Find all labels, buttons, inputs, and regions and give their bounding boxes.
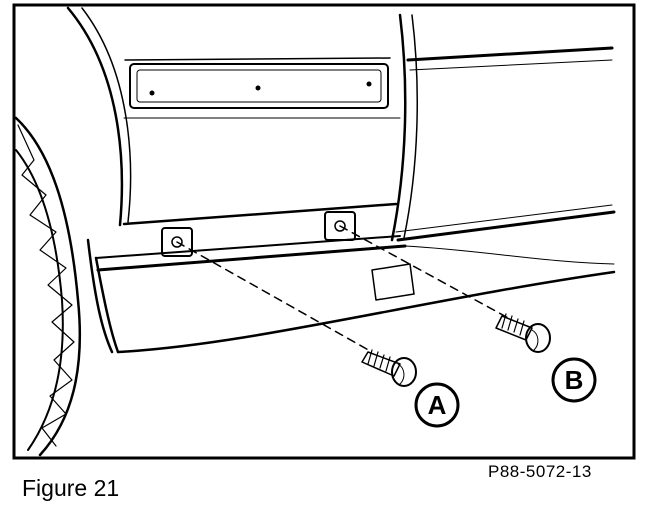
side-molding bbox=[129, 63, 389, 109]
install-line-a bbox=[176, 241, 373, 353]
bracket-a-hole bbox=[171, 236, 183, 248]
door-front-edge bbox=[390, 13, 407, 242]
tire-edge-inner bbox=[15, 149, 64, 451]
fender-inner-curve bbox=[81, 7, 132, 223]
install-line-b bbox=[339, 225, 513, 321]
callout-b-circle bbox=[551, 357, 597, 403]
bracket-b-hole bbox=[334, 220, 346, 232]
mounting-bracket-a bbox=[161, 227, 193, 257]
lower-trim-bottom bbox=[116, 270, 616, 354]
molding-fastener-2 bbox=[255, 85, 261, 91]
body-belt-line-lower bbox=[409, 59, 613, 71]
molding-fastener-1 bbox=[149, 90, 155, 96]
rocker-top-line bbox=[122, 202, 398, 226]
part-number: P88-5072-13 bbox=[488, 462, 592, 481]
screw-b bbox=[495, 313, 551, 353]
figure-caption: Figure 21 bbox=[22, 475, 120, 501]
mounting-bracket-b bbox=[324, 211, 356, 241]
wheel-arch-lip bbox=[86, 238, 114, 354]
screw-a bbox=[361, 349, 417, 387]
body-belt-line-upper bbox=[406, 46, 614, 62]
molding-fastener-3 bbox=[366, 81, 372, 87]
tire-edge-outer bbox=[14, 116, 82, 457]
rocker-lower-edge bbox=[404, 245, 615, 265]
callout-b-label: B bbox=[565, 365, 584, 395]
tire-tread-pattern bbox=[17, 124, 75, 447]
side-marker-lamp bbox=[371, 263, 415, 301]
lower-trim-mid bbox=[96, 244, 407, 272]
door-front-edge-inner bbox=[403, 14, 418, 239]
figure-frame bbox=[12, 3, 636, 460]
fender-outer-curve bbox=[66, 6, 124, 227]
side-molding-inner bbox=[136, 69, 382, 103]
quarter-panel-top bbox=[124, 57, 391, 61]
door-lower-line-thin bbox=[395, 204, 613, 233]
door-lower-line bbox=[396, 210, 616, 242]
callout-a-label: A bbox=[428, 390, 447, 420]
callout-a-circle bbox=[414, 382, 460, 428]
lower-trim-front bbox=[94, 256, 120, 354]
